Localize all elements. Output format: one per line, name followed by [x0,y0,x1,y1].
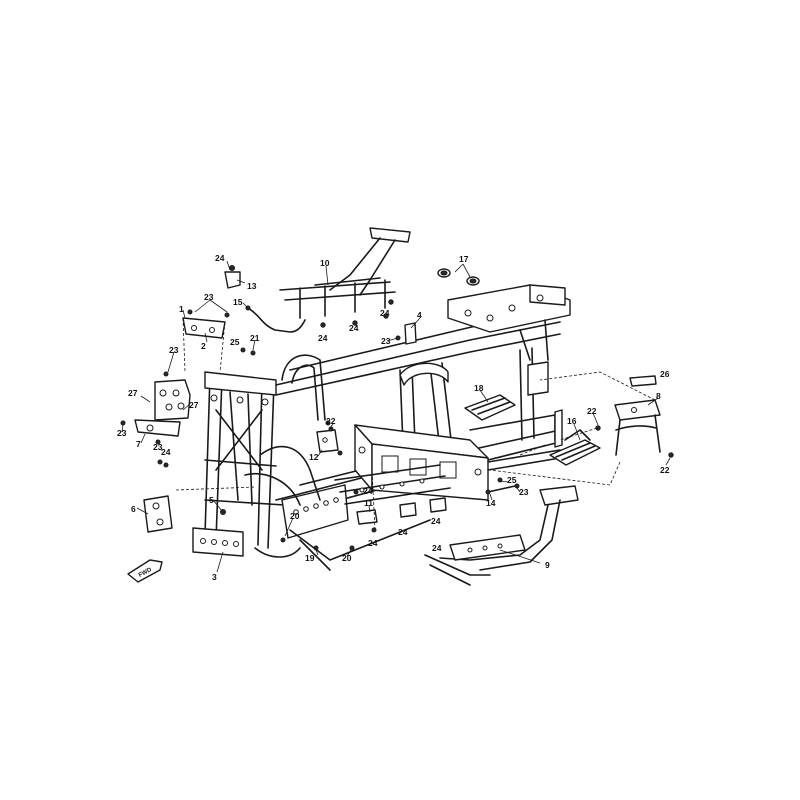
bracket-12 [316,420,339,453]
bracket-6 [143,495,173,533]
callout-2: 2 [201,341,206,351]
callout-22-b: 22 [326,416,336,426]
callout-27-b: 27 [189,400,199,410]
callout-23-e: 23 [153,442,163,452]
callout-8: 8 [656,391,661,401]
callout-24-c: 24 [349,323,359,333]
bracket-11 [353,489,447,533]
callout-9: 9 [545,560,550,570]
rear-support-9 [424,485,579,586]
forward-direction-arrow: FWD [127,559,163,583]
callout-24-d: 24 [380,308,390,318]
callout-14: 14 [486,498,496,508]
callout-6: 6 [131,504,136,514]
rear-mount-assembly [437,268,571,361]
callout-25-a: 25 [230,337,240,347]
spacer-26 [629,375,657,387]
callout-labels: 24 13 10 17 1 23 15 24 24 24 4 23 2 25 2… [117,253,670,582]
footrest-18 [464,394,516,421]
callout-24-h: 24 [431,516,441,526]
callout-24-j: 24 [432,543,442,553]
callout-1: 1 [179,304,184,314]
nut-20-lower [280,537,286,543]
callout-23-a: 23 [204,292,214,302]
callout-7: 7 [136,439,141,449]
callout-15: 15 [233,297,243,307]
nut-20 [349,545,355,551]
callout-26: 26 [660,369,670,379]
callout-24-e: 24 [161,447,171,457]
callout-13: 13 [247,281,257,291]
bracket-22 [337,450,343,456]
footrest-16 [549,429,601,466]
callout-23-d: 23 [117,428,127,438]
bracket-plate-1 [182,317,226,339]
callout-5: 5 [209,495,214,505]
cable-15 [247,307,306,333]
callout-4: 4 [417,310,422,320]
plate-7 [134,419,181,437]
bolt-14 [485,477,520,495]
callout-25-b: 25 [507,475,517,485]
callout-22-a: 22 [587,406,597,416]
upper-left-parts [120,265,306,533]
callout-16: 16 [567,416,577,426]
callout-10: 10 [320,258,330,268]
callout-23-c: 23 [169,345,179,355]
callout-24-b: 24 [318,333,328,343]
front-rack-mount-10 [279,227,411,328]
callout-23-f: 23 [519,487,529,497]
callout-22-c: 22 [660,465,670,475]
callout-24: 24 [215,253,225,263]
callout-27-a: 27 [128,388,138,398]
callout-3: 3 [212,572,217,582]
guard-27 [154,379,191,421]
callout-24-g: 24 [398,527,408,537]
callout-20-a: 20 [290,511,300,521]
bracket-13 [224,271,241,289]
callout-20-b: 20 [342,553,352,563]
callout-18: 18 [474,383,484,393]
main-frame [192,309,563,571]
assembly-guide-lines [175,317,656,531]
callout-21: 21 [250,333,260,343]
callout-11: 11 [364,498,373,508]
rear-bracket-8 [595,399,674,458]
callout-24-i: 24 [368,538,378,548]
callout-17: 17 [459,254,469,264]
callout-24-f: 24 [363,486,373,496]
callout-12: 12 [309,452,319,462]
callout-23-b: 23 [381,336,391,346]
callout-19: 19 [305,553,315,563]
leader-lines [121,260,671,573]
bolt-19 [313,545,319,551]
